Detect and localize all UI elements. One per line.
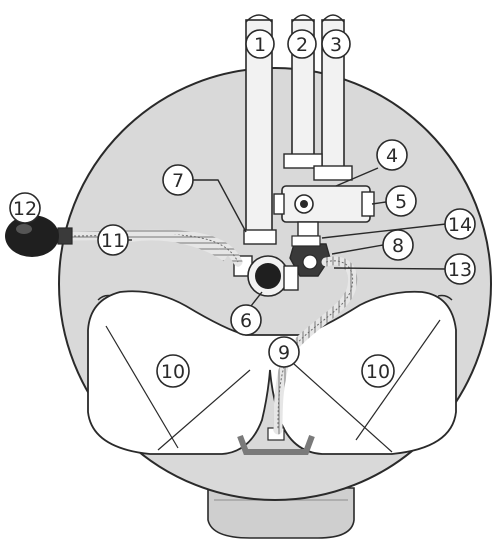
callout-7: 7 xyxy=(162,164,194,196)
callout-8: 8 xyxy=(382,229,414,261)
callout-1-label: 1 xyxy=(254,34,266,56)
callout-3: 3 xyxy=(321,29,351,59)
brine-tank-compartments xyxy=(87,290,457,455)
callout-5-label: 5 xyxy=(395,191,407,213)
control-valve-head xyxy=(243,229,331,277)
callout-11: 11 xyxy=(97,224,129,256)
callout-2: 2 xyxy=(287,29,317,59)
callout-14-label: 14 xyxy=(448,214,472,236)
callout-10-right-label: 10 xyxy=(366,361,390,383)
callout-6: 6 xyxy=(230,304,262,336)
callout-11-label: 11 xyxy=(101,230,125,252)
callout-1: 1 xyxy=(245,29,275,59)
callout-5: 5 xyxy=(385,185,417,217)
callout-12: 12 xyxy=(9,192,41,224)
callout-10-left: 10 xyxy=(156,354,190,388)
callout-4: 4 xyxy=(376,139,408,171)
callout-4-label: 4 xyxy=(386,145,398,167)
callout-6-label: 6 xyxy=(240,310,252,332)
callout-9-label: 9 xyxy=(278,342,290,364)
main-valve-body xyxy=(233,255,299,297)
callout-12-label: 12 xyxy=(13,198,37,220)
callout-13-label: 13 xyxy=(448,259,472,281)
callout-14: 14 xyxy=(444,208,476,240)
callout-10-left-label: 10 xyxy=(161,361,185,383)
callout-2-label: 2 xyxy=(296,34,308,56)
callout-7-label: 7 xyxy=(172,170,184,192)
bypass-valve xyxy=(273,153,375,237)
callout-3-label: 3 xyxy=(330,34,342,56)
callout-9: 9 xyxy=(268,336,300,368)
hand-bulb xyxy=(5,215,73,257)
callout-10-right: 10 xyxy=(361,354,395,388)
leader-lines xyxy=(120,167,447,307)
callout-13: 13 xyxy=(444,253,476,285)
callout-8-label: 8 xyxy=(392,235,404,257)
